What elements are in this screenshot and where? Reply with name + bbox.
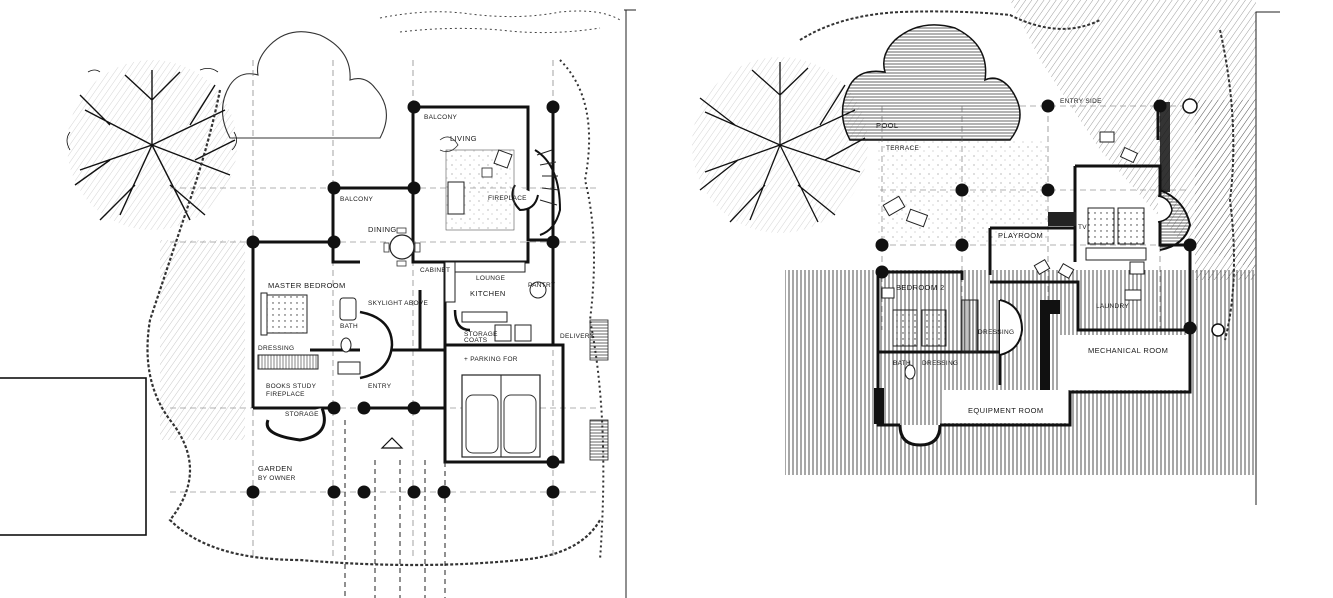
entry-walk — [344, 420, 446, 598]
landscape-hatch — [160, 240, 245, 440]
label-entry: ENTRY — [368, 383, 392, 390]
label-dining: DINING — [368, 225, 397, 234]
label-bath: BATH — [340, 323, 358, 330]
label-entry-side: ENTRY SIDE — [1060, 98, 1102, 105]
label-garden-sub: BY OWNER — [258, 475, 296, 482]
label-skylight: SKYLIGHT ABOVE — [368, 300, 428, 307]
label-garage: + PARKING FOR — [464, 356, 518, 363]
lower-furniture — [881, 131, 1145, 380]
pool — [841, 24, 1021, 141]
lower-columns — [875, 98, 1225, 337]
lower-beds — [892, 207, 1147, 347]
landscape-shrubs — [559, 59, 605, 561]
label-dressing-2: DRESSING — [922, 360, 958, 367]
landscape-shrubs — [799, 10, 1101, 41]
label-bath: BATH — [893, 360, 911, 367]
label-kitchen: KITCHEN — [470, 289, 506, 298]
label-fireplace: FIREPLACE — [488, 195, 527, 202]
terrain-hatch — [1010, 0, 1256, 270]
label-master-bedroom: MASTER BEDROOM — [268, 281, 346, 290]
structural-grid — [880, 105, 1190, 330]
lower-labels: POOL TERRACE ENTRY SIDE TV PLAYROOM BEDR… — [876, 98, 1168, 415]
adjacent-building — [0, 377, 147, 536]
landscape-shrubs — [1219, 29, 1235, 341]
terrain-hatch — [1195, 100, 1255, 280]
kitchen-counters — [444, 261, 547, 342]
equipment-room — [942, 390, 1068, 423]
label-garden: GARDEN — [258, 464, 293, 473]
label-bedroom-2: BEDROOM 2 — [896, 283, 945, 292]
contour-line — [399, 27, 601, 34]
label-pool: POOL — [876, 121, 898, 130]
label-pantry: PANTRY — [528, 282, 556, 289]
label-balcony-left: BALCONY — [340, 196, 374, 203]
upper-floor-plan: BALCONY LIVING BALCONY FIREPLACE DINING … — [0, 9, 636, 598]
contour-line — [379, 10, 621, 21]
garage — [461, 374, 541, 458]
label-tv: TV — [1078, 224, 1087, 231]
label-equipment-room: EQUIPMENT ROOM — [968, 406, 1043, 415]
label-dressing: DRESSING — [258, 345, 294, 352]
tree — [66, 60, 237, 230]
sheet-border-line — [624, 9, 636, 598]
pool-outline — [221, 31, 387, 139]
delivery-stair — [589, 319, 609, 461]
label-playroom: PLAYROOM — [998, 231, 1043, 240]
label-dressing: DRESSING — [978, 329, 1014, 336]
upper-labels: BALCONY LIVING BALCONY FIREPLACE DINING … — [258, 114, 595, 482]
mechanical-room — [1060, 335, 1188, 390]
label-fireplace-2: FIREPLACE — [266, 391, 305, 398]
dining-table — [383, 227, 421, 267]
label-laundry: LAUNDRY — [1096, 303, 1129, 310]
tree — [692, 57, 868, 233]
lower-walls — [874, 100, 1192, 447]
sheet-border-line — [1255, 11, 1280, 505]
bath-fixtures — [337, 297, 361, 375]
label-storage: STORAGE — [464, 331, 498, 338]
label-terrace: TERRACE — [886, 145, 920, 152]
upper-columns — [246, 100, 560, 499]
lower-floor-plan: POOL TERRACE ENTRY SIDE TV PLAYROOM BEDR… — [692, 0, 1280, 505]
label-delivery: DELIVERY — [560, 333, 595, 340]
label-books-study: BOOKS STUDY — [266, 383, 317, 390]
label-storage-2: STORAGE — [285, 411, 319, 418]
master-bed — [257, 292, 319, 370]
living-furniture — [439, 136, 515, 231]
label-living: LIVING — [450, 134, 477, 143]
label-lounge: LOUNGE — [476, 275, 506, 282]
label-balcony-top: BALCONY — [424, 114, 458, 121]
label-cabinet: CABINET — [420, 267, 450, 274]
landscape-shrubs — [146, 89, 601, 567]
label-coats: COATS — [464, 337, 488, 344]
label-mechanical-room: MECHANICAL ROOM — [1088, 346, 1168, 355]
